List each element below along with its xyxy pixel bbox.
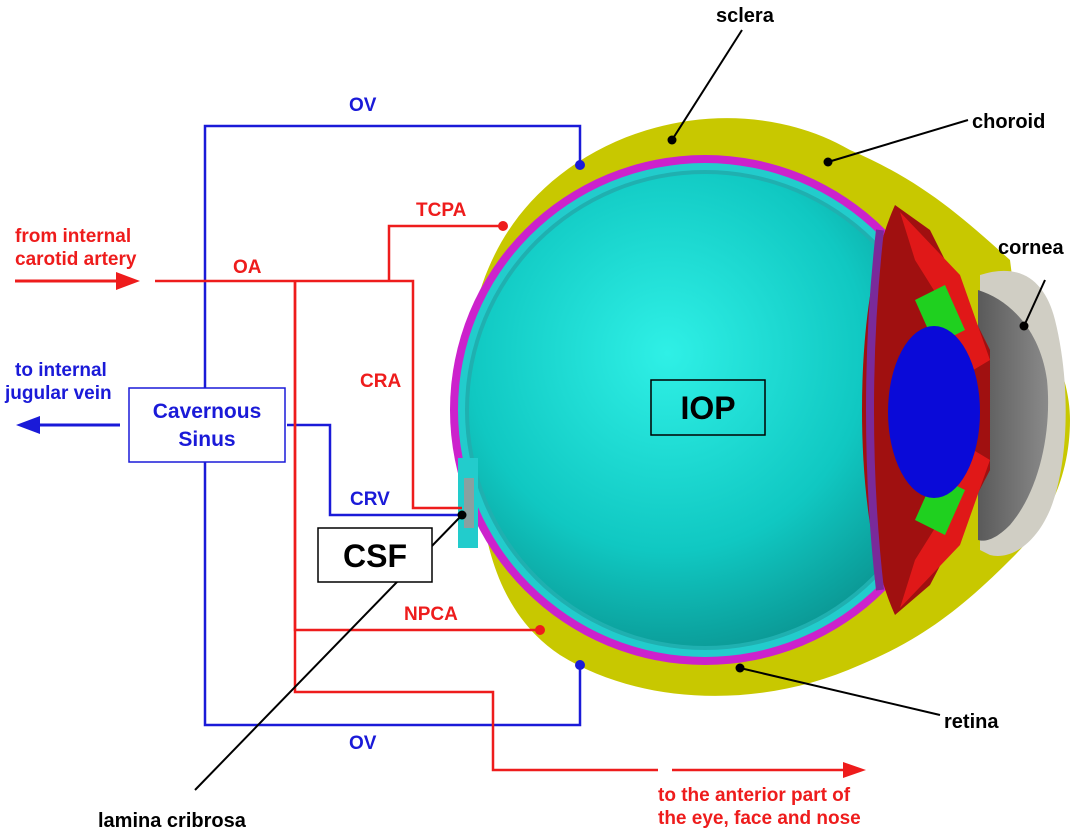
cavernous-sinus-line1: Cavernous [153,400,262,423]
cavernous-sinus-line2: Sinus [178,428,235,451]
outflow-arrow-head [16,416,40,434]
cavernous-sinus-box [128,387,286,463]
inflow-label-line1: from internal [15,226,131,247]
npca-label: NPCA [404,604,458,625]
inflow-label-line2: carotid artery [15,249,137,270]
inflow-arrow-head [116,272,140,290]
outflow-label-line1: to internal [15,360,107,381]
lens [888,326,980,498]
ov-bottom-label: OV [349,733,377,754]
tcpa-label: TCPA [416,200,467,221]
cra-label: CRA [360,371,401,392]
iris-root [865,229,884,591]
cornea-inner [978,290,1049,541]
tcpa-junction [498,221,508,231]
choroid-label: choroid [972,111,1045,133]
cornea-label: cornea [998,237,1064,259]
iop-label: IOP [680,390,735,426]
ov-bottom-junction [575,660,585,670]
ov-top-junction [575,160,585,170]
zonule-upper [915,285,965,345]
anterior-arrow-head [843,762,866,778]
cornea-pointer [1019,321,1029,331]
retina-label: retina [944,711,999,733]
lamina-cribrosa-label: lamina cribrosa [98,810,247,832]
artery-network [155,224,845,772]
lamina-cribrosa-region [464,478,474,528]
ov-top-label: OV [349,95,377,116]
anterior-label-line2: the eye, face and nose [658,808,861,829]
arrow-gap [658,766,672,774]
csf-label: CSF [343,538,407,574]
vein-network [203,124,582,727]
crv-label: CRV [350,489,390,510]
lamina-cribrosa-pointer [457,510,467,520]
npca-junction [535,625,545,635]
csf-box [317,527,433,583]
oa-label: OA [233,257,262,278]
choroid-pointer [823,157,833,167]
iop-box [650,379,766,436]
sclera-pointer [667,135,677,145]
retina-pointer [735,663,745,673]
anterior-label-line1: to the anterior part of [658,785,851,806]
sclera-label: sclera [716,5,775,27]
vitreous-body [469,174,941,646]
outflow-label-line2: jugular vein [4,383,112,404]
